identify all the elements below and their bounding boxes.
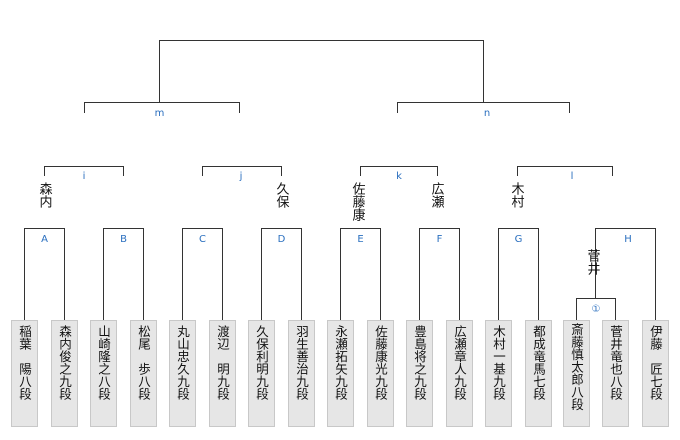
player-name: 斎藤慎太郎八段 — [569, 322, 584, 411]
player-name: 佐藤康光九段 — [373, 325, 388, 401]
player-11: 豊島将之九段 — [406, 320, 433, 427]
player-name: 松尾 歩八段 — [136, 325, 151, 401]
winner-name-g: 木村 — [509, 182, 525, 208]
player-list: 稲葉 陽八段 森内俊之九段 山崎隆之八段 松尾 歩八段 丸山忠久九段 渡辺 明九… — [11, 320, 669, 427]
match-k-label: k — [396, 171, 402, 182]
match-m-label: m — [155, 108, 165, 119]
player-name: 伊藤 匠七段 — [648, 325, 663, 401]
player-9: 永瀬拓矢九段 — [327, 320, 354, 427]
match-d-line — [261, 228, 302, 320]
match-i-line — [44, 166, 124, 176]
player-name: 羽生善治九段 — [294, 325, 309, 401]
match-f-line — [419, 228, 460, 320]
player-name: 豊島将之九段 — [412, 325, 427, 401]
match-a-line — [24, 228, 65, 320]
match-b-line — [103, 228, 144, 320]
player-12: 広瀬章人九段 — [446, 320, 473, 427]
match-a-label: A — [41, 234, 48, 245]
player-1: 稲葉 陽八段 — [11, 320, 38, 427]
player-name: 木村一基九段 — [491, 325, 506, 401]
player-6: 渡辺 明九段 — [209, 320, 236, 427]
player-10: 佐藤康光九段 — [367, 320, 394, 427]
match-h-line — [595, 228, 656, 320]
match-c-line — [182, 228, 223, 320]
match-e-label: E — [357, 234, 363, 245]
winner-name-d: 久保 — [274, 182, 290, 208]
player-3: 山崎隆之八段 — [90, 320, 117, 427]
player-17: 伊藤 匠七段 — [642, 320, 669, 427]
match-n-line — [397, 51, 570, 113]
match-1-line — [576, 298, 616, 320]
match-m-line — [84, 51, 240, 113]
match-g-label: G — [515, 234, 523, 245]
player-name: 山崎隆之八段 — [96, 325, 111, 401]
match-c-label: C — [199, 234, 206, 245]
player-7: 久保利明九段 — [248, 320, 275, 427]
player-name: 都成竜馬七段 — [531, 325, 546, 401]
match-l-label: l — [571, 171, 574, 182]
player-name: 永瀬拓矢九段 — [333, 325, 348, 401]
match-j-line — [202, 166, 282, 176]
player-14: 都成竜馬七段 — [525, 320, 552, 427]
player-name: 渡辺 明九段 — [215, 324, 230, 401]
winner-name-f: 広瀬 — [429, 182, 445, 208]
player-15: 斎藤慎太郎八段 — [563, 320, 590, 427]
player-name: 丸山忠久九段 — [175, 325, 190, 401]
winner-name-e: 佐藤康 — [350, 182, 366, 221]
match-b-label: B — [120, 234, 127, 245]
player-name: 森内俊之九段 — [57, 324, 72, 401]
player-name: 菅井竜也八段 — [608, 325, 623, 401]
player-13: 木村一基九段 — [485, 320, 512, 427]
player-2: 森内俊之九段 — [51, 320, 78, 427]
match-h-label: H — [624, 234, 632, 245]
player-name: 広瀬章人九段 — [452, 325, 467, 401]
match-i-label: i — [83, 171, 86, 182]
player-4: 松尾 歩八段 — [130, 320, 157, 427]
match-1-label: ① — [592, 304, 601, 315]
player-5: 丸山忠久九段 — [169, 320, 196, 427]
winner-name-a: 森内 — [37, 182, 53, 209]
final-bracket-line — [159, 40, 484, 51]
match-f-label: F — [437, 234, 443, 245]
match-e-line — [340, 228, 381, 320]
player-name: 稲葉 陽八段 — [17, 325, 32, 401]
player-16: 菅井竜也八段 — [602, 320, 629, 427]
player-name: 久保利明九段 — [254, 325, 269, 401]
match-j-label: j — [239, 171, 243, 182]
winner-name-1: 菅井 — [585, 249, 601, 276]
player-8: 羽生善治九段 — [288, 320, 315, 427]
match-g-line — [498, 228, 539, 320]
match-d-label: D — [278, 234, 286, 245]
match-k-line — [360, 166, 438, 176]
match-n-label: n — [484, 108, 490, 119]
match-l-line — [517, 166, 613, 176]
